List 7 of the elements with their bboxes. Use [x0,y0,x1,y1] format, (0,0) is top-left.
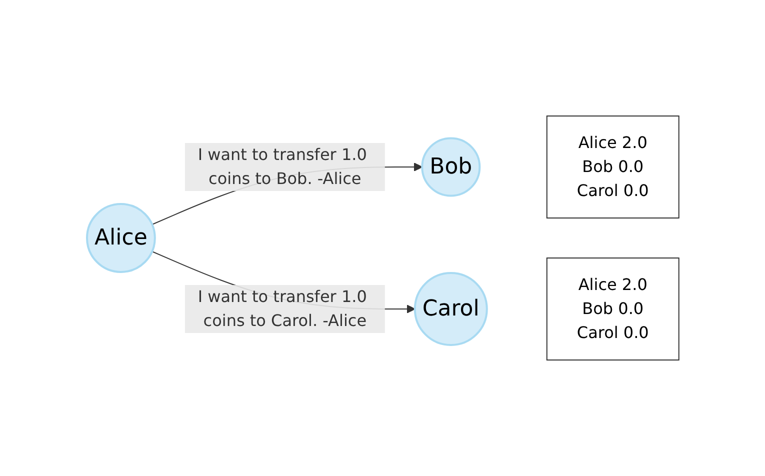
node-circle: Alice [86,203,156,273]
node-box: Alice 2.0 Bob 0.0 Carol 0.0 [546,258,679,360]
edge-label: I want to transfer 1.0 coins to Bob. -Alice [197,145,366,188]
node-box: Alice 2.0 Bob 0.0 Carol 0.0 [546,116,679,218]
node-circle: Carol [413,272,488,346]
node-circle: Bob [420,137,480,197]
edge-label: I want to transfer 1.0 coins to Carol. -Alice [197,287,366,330]
